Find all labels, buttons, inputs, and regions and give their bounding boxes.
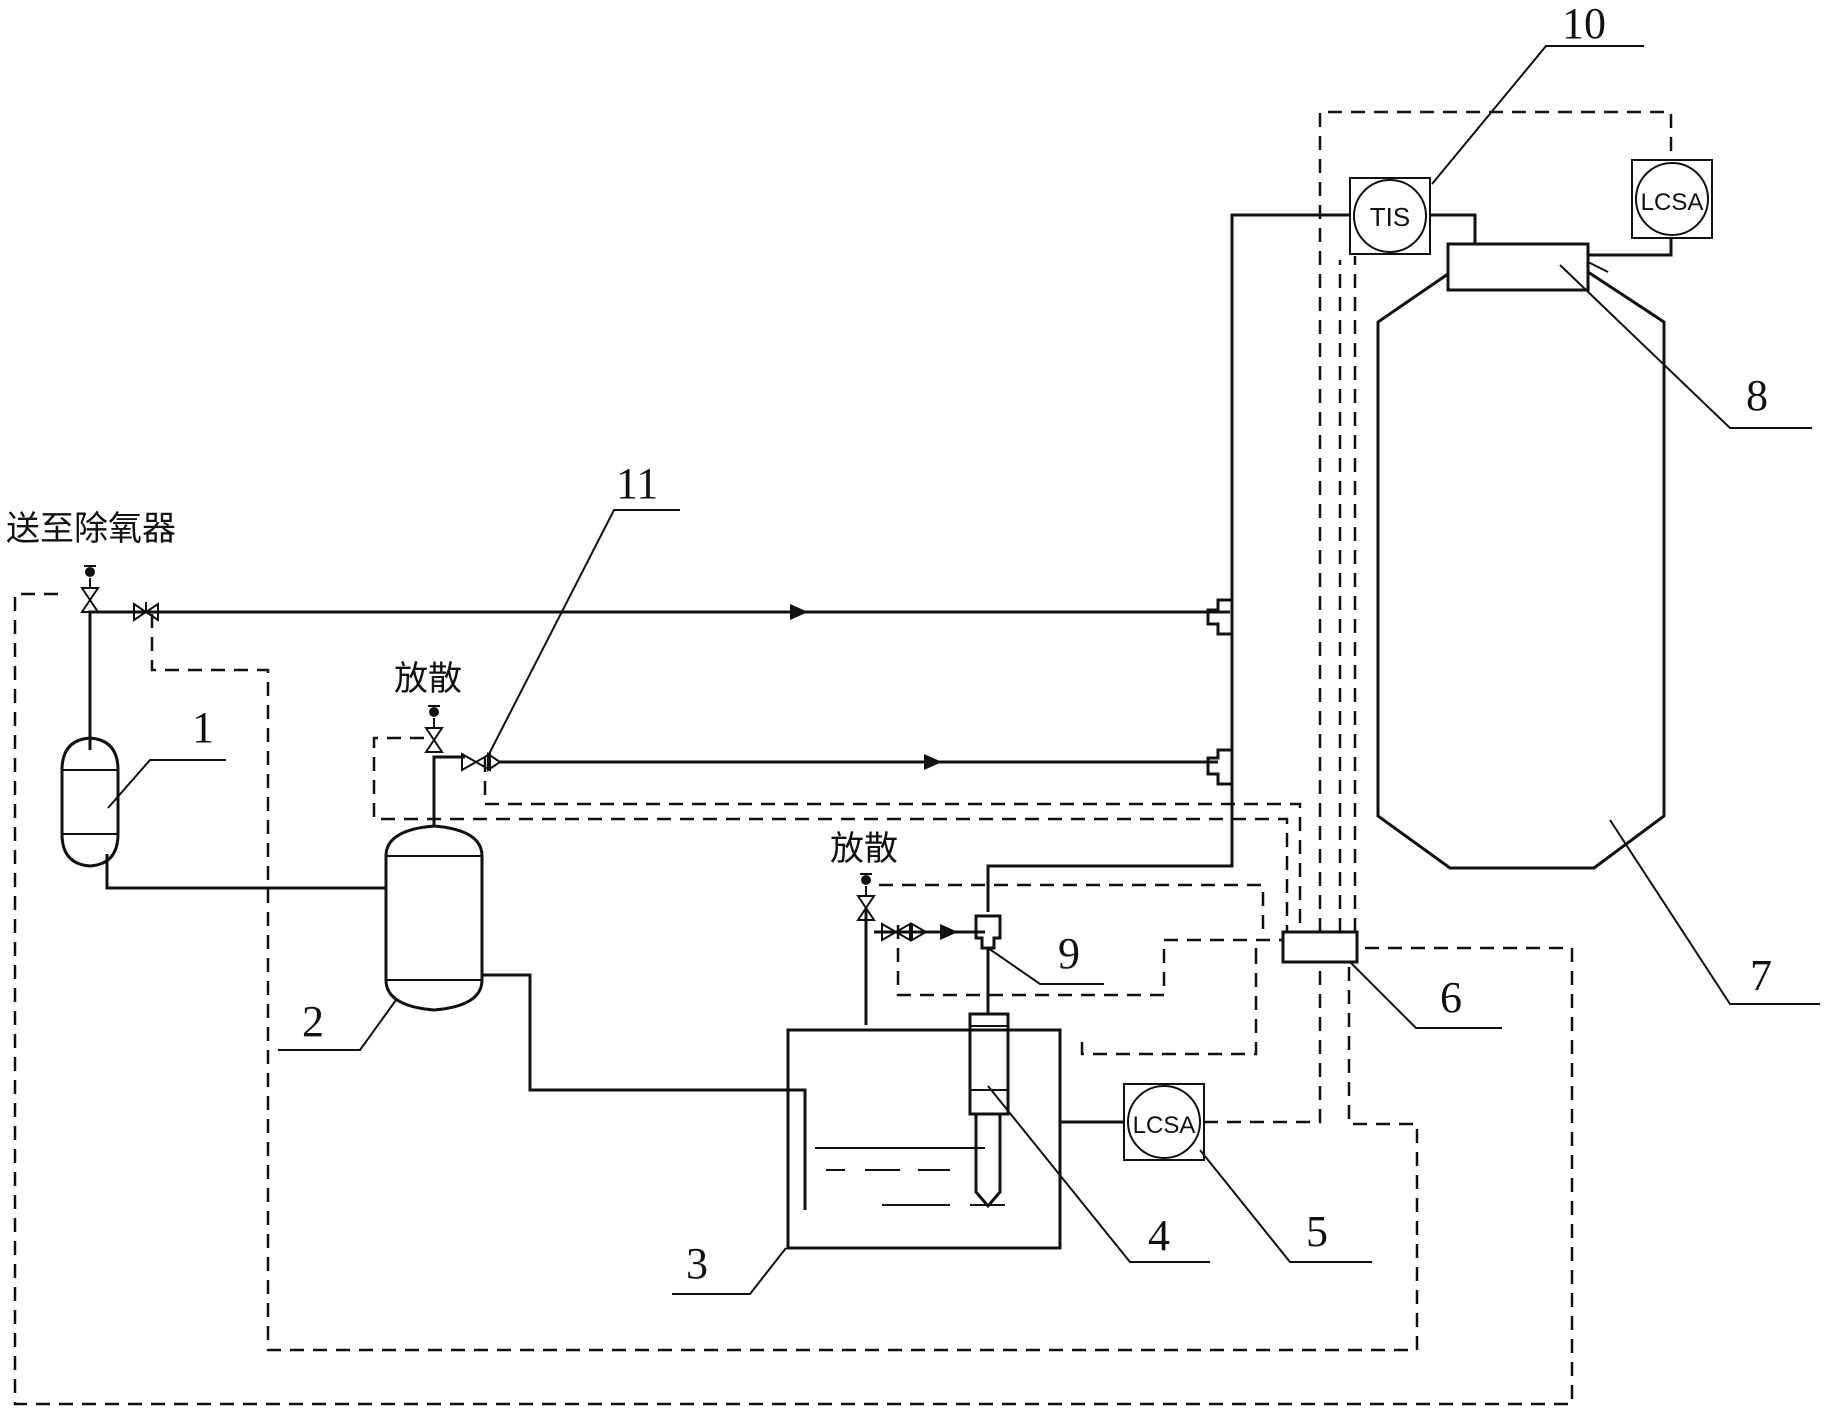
leaders bbox=[107, 45, 1820, 1295]
callout-2: 2 bbox=[302, 997, 324, 1046]
callout-9: 9 bbox=[1058, 929, 1080, 978]
valve-line-9 bbox=[881, 922, 929, 942]
flow-arrow-bottom bbox=[940, 924, 958, 940]
tis-label: TIS bbox=[1370, 202, 1410, 232]
instrument-lcsa-bottom: LCSA bbox=[1123, 1083, 1205, 1161]
instrument-tis: TIS bbox=[1349, 177, 1431, 255]
vent-label-bottom: 放散 bbox=[830, 829, 898, 869]
lcsa-bottom-label: LCSA bbox=[1133, 1112, 1196, 1139]
silo-7 bbox=[1376, 261, 1666, 870]
sensor-box-8 bbox=[1446, 242, 1590, 292]
junction-box-6 bbox=[1281, 930, 1359, 964]
callout-7: 7 bbox=[1750, 951, 1772, 1000]
callout-5: 5 bbox=[1306, 1207, 1328, 1256]
valves bbox=[80, 565, 929, 942]
vent-label-top: 放散 bbox=[394, 659, 462, 699]
callout-6: 6 bbox=[1440, 973, 1462, 1022]
callout-labels: 1 2 3 4 5 6 7 8 9 10 11 bbox=[192, 0, 1772, 1288]
valve-deaerator bbox=[80, 565, 100, 613]
text-labels: 送至除氧器 放散 放散 bbox=[6, 509, 898, 869]
flow-arrow-top bbox=[790, 604, 808, 620]
valve-vent-top bbox=[424, 705, 444, 753]
callout-10: 10 bbox=[1562, 0, 1606, 48]
probe-4 bbox=[968, 1012, 1010, 1209]
callout-8: 8 bbox=[1746, 371, 1768, 420]
deaerator-label: 送至除氧器 bbox=[6, 509, 176, 549]
lcsa-top-label: LCSA bbox=[1641, 189, 1704, 216]
tee-9 bbox=[974, 914, 1002, 950]
instrument-lcsa-top: LCSA bbox=[1631, 159, 1713, 239]
signal-lines bbox=[13, 110, 1673, 1406]
vessel-2 bbox=[384, 824, 484, 1012]
valve-vent-bottom bbox=[856, 873, 876, 921]
tank-3 bbox=[786, 1028, 1062, 1250]
flow-arrow-middle bbox=[924, 754, 942, 770]
flow-arrows bbox=[790, 604, 958, 940]
callout-4: 4 bbox=[1148, 1211, 1170, 1260]
valve-11 bbox=[461, 752, 502, 772]
callout-11: 11 bbox=[616, 459, 658, 508]
callout-1: 1 bbox=[192, 703, 214, 752]
tee-fittings bbox=[974, 598, 1234, 950]
valve-top-main bbox=[133, 602, 159, 622]
vessel-1 bbox=[60, 736, 120, 868]
callout-3: 3 bbox=[686, 1239, 708, 1288]
process-lines bbox=[88, 213, 1673, 1210]
